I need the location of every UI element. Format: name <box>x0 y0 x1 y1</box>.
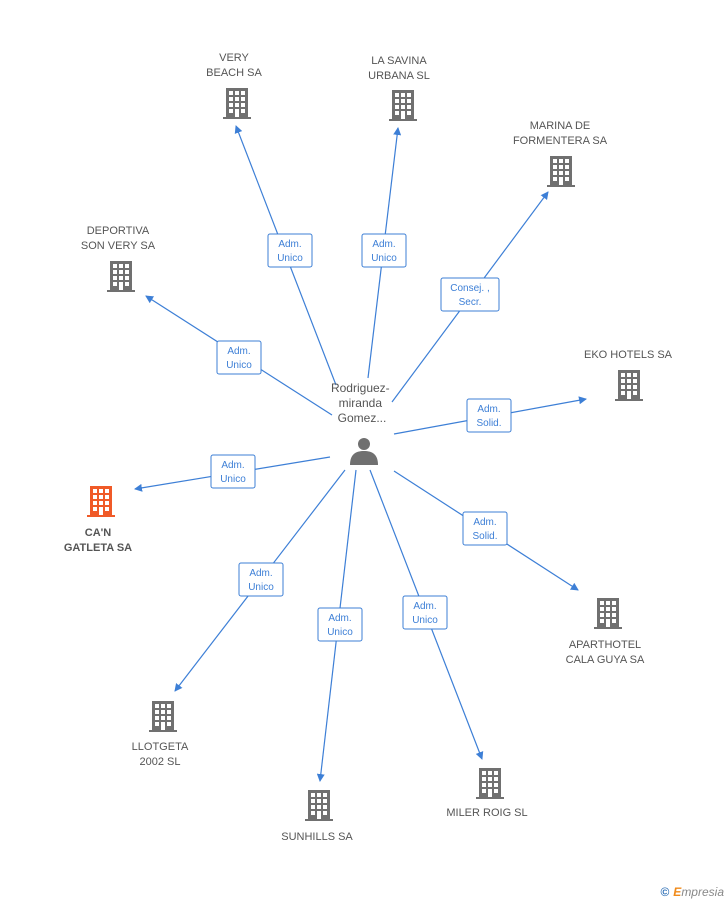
center-person[interactable]: Rodriguez- miranda Gomez... <box>331 381 393 465</box>
person-icon <box>350 438 378 465</box>
role-badge-box <box>466 398 512 433</box>
role-badge-sunhills[interactable]: Adm. Unico <box>317 607 363 642</box>
nodes-layer: VERY BEACH SA LA SAVINA URBANA SL MARINA DE F… <box>64 52 673 843</box>
company-node-eko-hotels[interactable]: EKO HOTELS SA <box>584 349 673 401</box>
role-text: Unico <box>220 474 246 485</box>
role-text: Solid. <box>476 418 501 429</box>
center-label-line: Gomez... <box>338 411 387 425</box>
role-text: Adm. <box>477 404 500 415</box>
company-label: EKO HOTELS SA <box>584 349 673 361</box>
role-text: Adm. <box>227 346 250 357</box>
role-badge-box <box>462 511 508 546</box>
role-badge-la-savina[interactable]: Adm. Unico <box>361 233 407 268</box>
company-label: 2002 SL <box>140 756 181 768</box>
building-icon <box>107 261 135 292</box>
center-label-line: Rodriguez- <box>331 381 390 395</box>
role-badge-box <box>267 233 313 268</box>
role-badge-llotgeta-2002[interactable]: Adm. Unico <box>238 562 284 597</box>
company-label: GATLETA SA <box>64 542 132 554</box>
role-text: Unico <box>277 253 303 264</box>
role-text: Unico <box>412 615 438 626</box>
company-label: VERY <box>219 52 249 64</box>
role-badge-box <box>317 607 363 642</box>
building-icon <box>149 701 177 732</box>
company-label: BEACH SA <box>206 67 262 79</box>
role-text: Consej. , <box>450 283 489 294</box>
role-badge-box <box>402 595 448 630</box>
building-icon <box>594 598 622 629</box>
role-text: Adm. <box>221 460 244 471</box>
role-text: Adm. <box>372 239 395 250</box>
role-text: Unico <box>371 253 397 264</box>
company-label: MARINA DE <box>530 120 591 132</box>
center-label-line: miranda <box>339 396 383 410</box>
company-node-marina-formentera[interactable]: MARINA DE FORMENTERA SA <box>513 120 608 187</box>
company-node-miler-roig[interactable]: MILER ROIG SL <box>446 768 528 819</box>
company-node-aparthotel-cala-guya[interactable]: APARTHOTEL CALA GUYA SA <box>566 598 645 666</box>
role-text: Unico <box>248 582 274 593</box>
company-label: SUNHILLS SA <box>281 831 353 843</box>
building-icon <box>305 790 333 821</box>
company-label: CALA GUYA SA <box>566 654 645 666</box>
role-text: Unico <box>327 627 353 638</box>
role-text: Secr. <box>459 297 482 308</box>
company-label: DEPORTIVA <box>87 225 150 237</box>
company-label: FORMENTERA SA <box>513 135 608 147</box>
footer-brand[interactable]: ©Empresia <box>660 885 724 899</box>
building-icon <box>87 486 115 517</box>
role-badge-aparthotel-cala-guya[interactable]: Adm. Solid. <box>462 511 508 546</box>
role-text: Adm. <box>249 568 272 579</box>
company-node-sunhills[interactable]: SUNHILLS SA <box>281 790 353 843</box>
company-node-la-savina[interactable]: LA SAVINA URBANA SL <box>368 55 430 121</box>
building-icon <box>476 768 504 799</box>
center-label: Rodriguez- miranda Gomez... <box>331 381 393 425</box>
role-badge-can-gatleta[interactable]: Adm. Unico <box>210 454 256 489</box>
building-icon <box>615 370 643 401</box>
role-badge-very-beach[interactable]: Adm. Unico <box>267 233 313 268</box>
role-badge-marina-formentera[interactable]: Consej. , Secr. <box>440 277 500 312</box>
role-badge-box <box>238 562 284 597</box>
role-text: Adm. <box>473 517 496 528</box>
building-icon <box>389 90 417 121</box>
role-badge-box <box>210 454 256 489</box>
company-node-deportiva-son-very[interactable]: DEPORTIVA SON VERY SA <box>81 225 156 292</box>
role-text: Solid. <box>472 531 497 542</box>
company-node-can-gatleta[interactable]: CA'N GATLETA SA <box>64 486 132 554</box>
role-badge-box <box>361 233 407 268</box>
company-label: URBANA SL <box>368 70 430 82</box>
role-badge-miler-roig[interactable]: Adm. Unico <box>402 595 448 630</box>
role-text: Adm. <box>278 239 301 250</box>
company-label: LLOTGETA <box>132 741 189 753</box>
role-text: Unico <box>226 360 252 371</box>
brand-logo: Empresia <box>673 885 724 899</box>
company-label: LA SAVINA <box>371 55 427 67</box>
company-node-llotgeta-2002[interactable]: LLOTGETA 2002 SL <box>132 701 189 768</box>
role-text: Adm. <box>413 601 436 612</box>
role-badge-box <box>216 340 262 375</box>
building-icon <box>223 88 251 119</box>
company-label: CA'N <box>85 527 112 539</box>
role-badge-eko-hotels[interactable]: Adm. Solid. <box>466 398 512 433</box>
role-badge-box <box>440 277 500 312</box>
company-label: MILER ROIG SL <box>446 807 527 819</box>
copyright-icon: © <box>660 885 670 899</box>
company-label: APARTHOTEL <box>569 639 641 651</box>
building-icon <box>547 156 575 187</box>
role-badge-deportiva-son-very[interactable]: Adm. Unico <box>216 340 262 375</box>
role-text: Adm. <box>328 613 351 624</box>
company-node-very-beach[interactable]: VERY BEACH SA <box>206 52 262 119</box>
company-label: SON VERY SA <box>81 240 156 252</box>
